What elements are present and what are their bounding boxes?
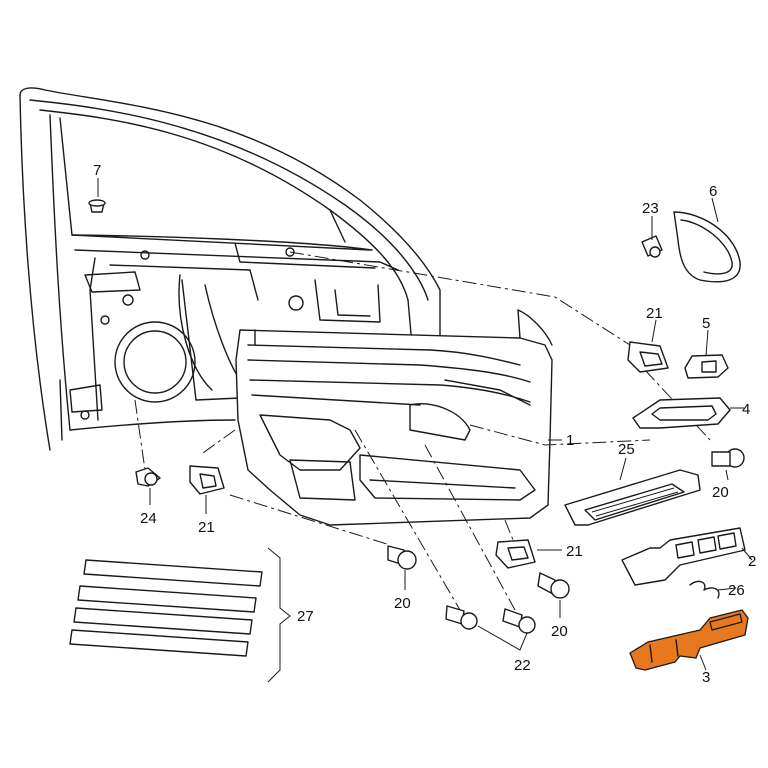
part-2-switch-panel xyxy=(621,527,746,586)
part-4-handle-trim xyxy=(632,397,731,429)
part-21-clip-left xyxy=(189,465,225,495)
part-25-storage-tray xyxy=(564,469,701,526)
callout-27: 27 xyxy=(297,608,314,625)
part-22-screw-a xyxy=(445,605,478,630)
part-23-screw xyxy=(641,235,663,258)
callout-21-lower: 21 xyxy=(566,543,583,560)
callout-1: 1 xyxy=(566,432,574,449)
callout-22: 22 xyxy=(514,657,531,674)
part-3-switch-bezel-highlighted xyxy=(629,609,749,671)
door-shell xyxy=(19,87,441,451)
callout-21-upper: 21 xyxy=(646,305,663,322)
callout-25: 25 xyxy=(618,441,635,458)
part-21-clip-upper xyxy=(627,341,669,373)
part-22-screw-b xyxy=(502,608,536,634)
callout-3: 3 xyxy=(702,669,710,686)
callout-7: 7 xyxy=(93,162,101,179)
part-5-cover xyxy=(684,354,729,379)
callout-24: 24 xyxy=(140,510,157,527)
part-6-mirror-cover xyxy=(673,211,741,283)
door-trim-panel xyxy=(235,309,553,526)
callout-4: 4 xyxy=(742,401,750,418)
part-20-clip-right xyxy=(711,448,745,468)
part-20-clip-middle xyxy=(387,545,417,570)
part-27-molding-strips xyxy=(69,547,291,683)
callout-5: 5 xyxy=(702,315,710,332)
callout-21-left: 21 xyxy=(198,519,215,536)
callout-2: 2 xyxy=(748,553,756,570)
callout-26: 26 xyxy=(728,582,745,599)
callout-20-right: 20 xyxy=(712,484,729,501)
callout-20-lower: 20 xyxy=(551,623,568,640)
assembly-lines xyxy=(134,251,711,611)
callout-20-middle: 20 xyxy=(394,595,411,612)
part-24-clip xyxy=(135,467,161,487)
part-20-clip-lower xyxy=(537,572,570,599)
leader-lines xyxy=(97,178,753,671)
callout-23: 23 xyxy=(642,200,659,217)
part-26-spring-clip xyxy=(689,580,720,599)
part-7-clip xyxy=(88,199,106,213)
callout-numbers: 7 23 6 21 5 4 1 25 20 2 26 3 24 21 21 20… xyxy=(93,162,756,686)
part-21-clip-lower xyxy=(495,539,536,569)
callout-6: 6 xyxy=(709,183,717,200)
